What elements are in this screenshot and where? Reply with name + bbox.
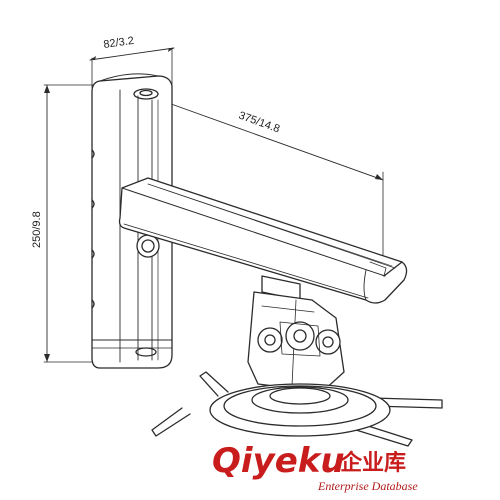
- dimension-width: [89, 47, 175, 89]
- dimension-arm-length-label: 375/14.8: [237, 110, 281, 136]
- dimension-width-label: 82/3.2: [103, 35, 135, 51]
- svg-text:Qiyeku: Qiyeku: [212, 441, 345, 481]
- svg-text:企业库: 企业库: [339, 450, 406, 476]
- tilt-head: [247, 275, 345, 393]
- extension-arm: [118, 177, 408, 304]
- watermark-logo: Qiyeku 企业库 Enterprise Database: [212, 441, 418, 493]
- svg-text:Enterprise Database: Enterprise Database: [317, 479, 418, 493]
- dimension-arm-length: [159, 99, 384, 263]
- dimension-height: [43, 84, 96, 363]
- projector-base: [151, 371, 443, 447]
- dimension-height-label: 250/9.8: [31, 211, 43, 248]
